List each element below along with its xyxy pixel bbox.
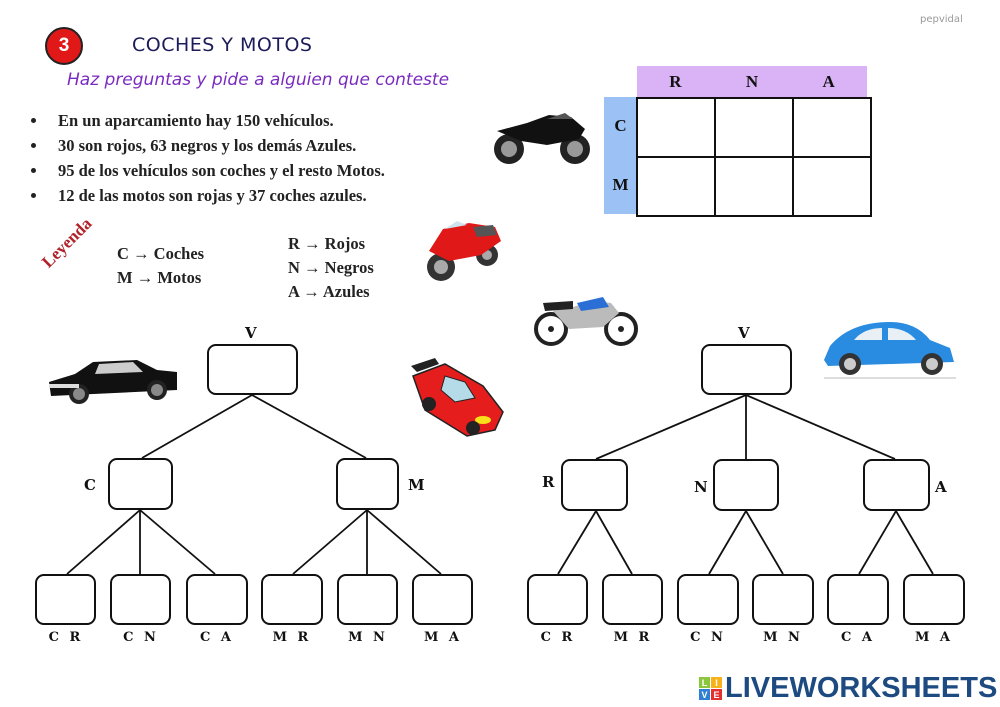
- left-m-label: M: [408, 476, 425, 494]
- cell-m-r[interactable]: [636, 156, 716, 217]
- author-credit: pepvidal: [920, 14, 963, 25]
- red-motorcycle-image: [427, 221, 501, 281]
- left-leaf-ca-box[interactable]: [186, 574, 248, 625]
- left-leaf-mn-label: M N: [348, 630, 388, 645]
- right-leaf-mn-box[interactable]: [752, 574, 814, 625]
- cell-c-a[interactable]: [792, 97, 872, 158]
- left-leaf-cn-box[interactable]: [110, 574, 171, 625]
- right-leaf-ma-box[interactable]: [903, 574, 965, 625]
- logo-tile: E: [711, 689, 722, 700]
- page-title: COCHES Y MOTOS: [132, 34, 313, 56]
- left-leaf-mr-box[interactable]: [261, 574, 323, 625]
- legend-vehicle-types: C → Coches M → Motos: [117, 242, 204, 290]
- cell-m-n[interactable]: [714, 156, 794, 217]
- table-column-headers: R N A: [637, 66, 867, 97]
- right-a-label: A: [935, 478, 947, 496]
- right-leaf-cr-box[interactable]: [527, 574, 588, 625]
- black-motorcycle-image: [494, 113, 590, 164]
- contingency-table: [636, 97, 872, 217]
- legend-item: M → Motos: [117, 268, 202, 287]
- table-row: [636, 97, 872, 158]
- table-row-headers: C M: [604, 97, 637, 214]
- left-c-box[interactable]: [108, 458, 173, 510]
- logo-tiles-icon: L I V E: [699, 677, 722, 700]
- cell-m-a[interactable]: [792, 156, 872, 217]
- legend-colors: R → Rojos N → Negros A → Azules: [288, 232, 374, 304]
- right-leaf-ma-label: M A: [914, 630, 953, 645]
- left-leaf-cr-label: C R: [48, 630, 84, 645]
- cell-c-n[interactable]: [714, 97, 794, 158]
- fact-item: En un aparcamiento hay 150 vehículos.: [48, 108, 385, 133]
- column-header-r: R: [669, 72, 682, 91]
- right-a-box[interactable]: [863, 459, 930, 511]
- left-leaf-cr-box[interactable]: [35, 574, 96, 625]
- column-header-a: A: [822, 72, 835, 91]
- left-leaf-ma-box[interactable]: [412, 574, 473, 625]
- fact-item: 12 de las motos son rojas y 37 coches az…: [48, 183, 385, 208]
- left-leaf-ca-label: C A: [200, 630, 234, 645]
- right-r-label: R: [542, 473, 555, 491]
- right-leaf-mr-box[interactable]: [602, 574, 663, 625]
- blue-motorcycle-image: [534, 297, 638, 346]
- fact-item: 30 son rojos, 63 negros y los demás Azul…: [48, 133, 385, 158]
- right-leaf-cn-box[interactable]: [677, 574, 739, 625]
- legend-item: C → Coches: [117, 244, 205, 263]
- left-m-box[interactable]: [336, 458, 399, 510]
- legend-item: R → Rojos: [288, 234, 365, 253]
- left-root-label: V: [245, 324, 257, 342]
- fact-item: 95 de los vehículos son coches y el rest…: [48, 158, 385, 183]
- right-r-box[interactable]: [561, 459, 628, 511]
- left-leaf-ma-label: M A: [423, 630, 462, 645]
- right-n-box[interactable]: [713, 459, 779, 511]
- black-car-image: [49, 360, 177, 404]
- cell-c-r[interactable]: [636, 97, 716, 158]
- right-leaf-cr-label: C R: [540, 630, 576, 645]
- left-leaf-cn-label: C N: [123, 630, 159, 645]
- logo-tile: I: [711, 677, 722, 688]
- logo-tile: V: [699, 689, 710, 700]
- page-subtitle: Haz preguntas y pide a alguien que conte…: [67, 70, 450, 90]
- exercise-number-badge: 3: [45, 27, 83, 65]
- legend-item: A → Azules: [288, 282, 370, 301]
- red-sports-car-image: [411, 358, 504, 437]
- legend-item: N → Negros: [288, 258, 374, 277]
- left-leaf-mr-label: M R: [272, 630, 312, 645]
- left-leaf-mn-box[interactable]: [337, 574, 398, 625]
- table-row: [636, 156, 872, 217]
- left-root-box[interactable]: [207, 344, 298, 395]
- problem-facts: En un aparcamiento hay 150 vehículos. 30…: [28, 108, 385, 208]
- column-header-n: N: [745, 72, 759, 91]
- liveworksheets-logo: L I V E LIVEWORKSHEETS: [699, 672, 997, 705]
- right-leaf-ca-label: C A: [841, 630, 875, 645]
- right-leaf-mr-label: M R: [613, 630, 653, 645]
- left-c-label: C: [84, 476, 96, 494]
- brand-name: LIVEWORKSHEETS: [725, 672, 998, 704]
- right-leaf-mn-label: M N: [763, 630, 803, 645]
- right-leaf-ca-box[interactable]: [827, 574, 889, 625]
- row-header-c: C: [614, 116, 627, 136]
- right-n-label: N: [694, 478, 708, 496]
- right-leaf-cn-label: C N: [690, 630, 726, 645]
- right-root-box[interactable]: [701, 344, 792, 395]
- row-header-m: M: [612, 174, 629, 194]
- logo-tile: L: [699, 677, 710, 688]
- right-root-label: V: [738, 324, 750, 342]
- blue-beetle-car-image: [824, 322, 956, 379]
